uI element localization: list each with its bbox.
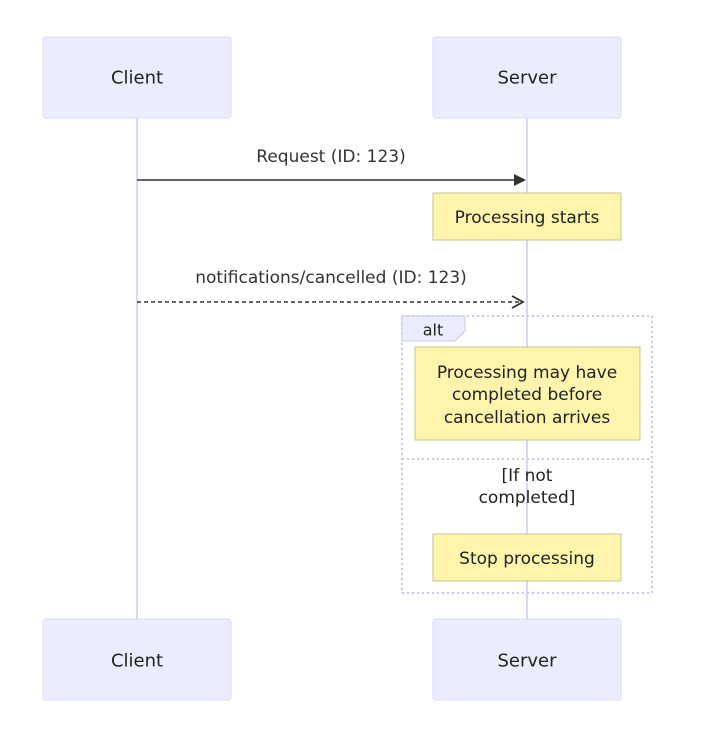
note-stop-processing-text: Stop processing xyxy=(459,549,595,569)
server-actor-top: Server xyxy=(432,36,622,119)
note-processing-starts: Processing starts xyxy=(432,192,622,241)
client-actor-top-label: Client xyxy=(111,68,163,89)
server-actor-bottom-label: Server xyxy=(497,651,557,672)
alt-label: alt xyxy=(423,321,444,340)
note-maybe-completed-line-1: Processing may have xyxy=(437,363,617,383)
client-actor-top: Client xyxy=(42,36,232,119)
note-maybe-completed-line-3: cancellation arrives xyxy=(444,408,611,428)
request-message-label: Request (ID: 123) xyxy=(256,147,405,167)
server-actor-top-label: Server xyxy=(497,68,557,89)
client-actor-bottom-label: Client xyxy=(111,651,163,672)
note-maybe-completed-line-2: completed before xyxy=(452,385,602,405)
alt-condition-line-2: completed] xyxy=(479,488,576,508)
client-actor-bottom: Client xyxy=(42,618,232,701)
server-actor-bottom: Server xyxy=(432,618,622,701)
alt-condition-line-1: [If not xyxy=(502,466,553,486)
alt-frame: alt xyxy=(401,315,653,594)
note-maybe-completed: Processing may have completed before can… xyxy=(414,346,641,441)
note-stop-processing: Stop processing xyxy=(432,533,622,582)
cancel-message-label: notifications/cancelled (ID: 123) xyxy=(195,268,467,288)
note-processing-starts-text: Processing starts xyxy=(455,208,600,228)
